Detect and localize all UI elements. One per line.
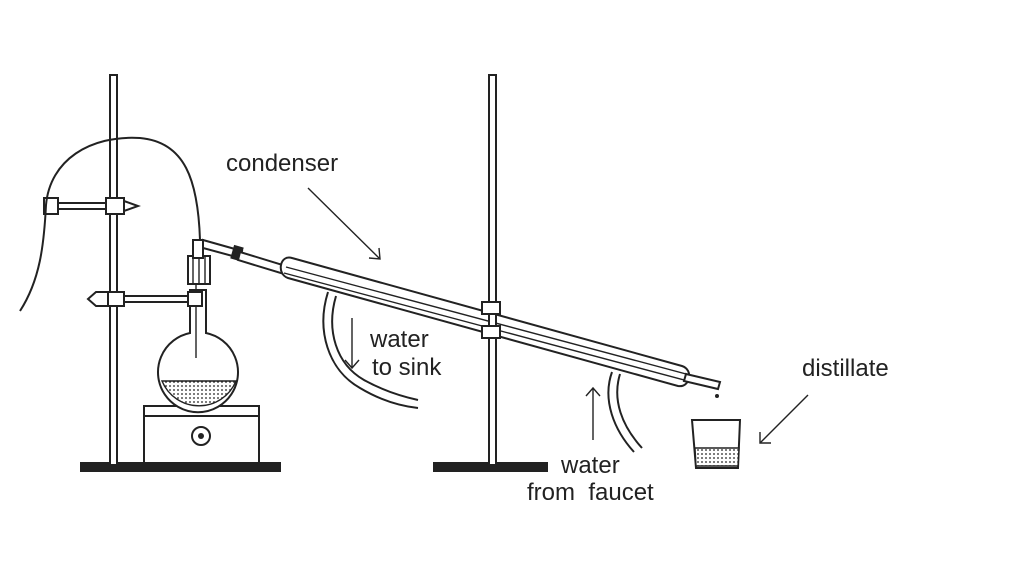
inlet-hose xyxy=(607,371,635,453)
left-stand-rod xyxy=(109,74,118,466)
condenser-clamp-top xyxy=(481,301,501,315)
condenser-arrow xyxy=(307,187,381,260)
right-ring-stand xyxy=(433,74,548,472)
water-from-faucet-label-line1: water xyxy=(560,452,620,479)
left-ring-stand xyxy=(80,74,281,472)
lower-clamp xyxy=(86,291,203,307)
water-from-faucet-label-line2: from faucet xyxy=(527,479,654,506)
collection-beaker xyxy=(690,419,742,469)
stopper-and-adapter xyxy=(187,238,244,285)
water-to-sink-label-line2: to sink xyxy=(372,354,442,381)
condenser xyxy=(236,250,722,398)
hot-plate xyxy=(143,405,260,464)
distillate-arrow xyxy=(759,394,809,444)
right-stand-base xyxy=(433,462,548,472)
right-stand-rod xyxy=(488,74,497,466)
upper-clamp xyxy=(43,197,141,215)
flask-liquid xyxy=(160,380,238,407)
water-from-faucet-arrow xyxy=(585,386,601,440)
water-to-sink-arrow xyxy=(344,318,360,370)
condenser-label: condenser xyxy=(226,150,338,177)
beaker-liquid xyxy=(694,447,740,467)
left-stand-base xyxy=(80,462,281,472)
condenser-clamp-bottom xyxy=(481,325,501,339)
round-bottom-flask xyxy=(157,262,239,414)
outlet-hose xyxy=(322,291,419,409)
water-to-sink-label-line1: water xyxy=(369,326,429,353)
distillate-drop xyxy=(715,394,719,398)
distillate-label: distillate xyxy=(802,355,889,382)
power-cord xyxy=(19,136,201,312)
